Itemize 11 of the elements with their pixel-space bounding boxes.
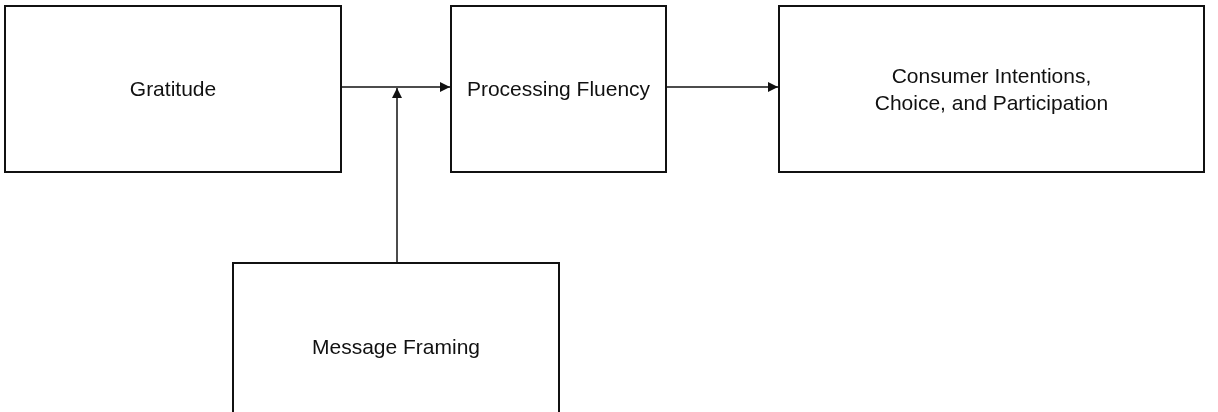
concept-box (450, 5, 667, 173)
box-label: Consumer Intentions, Choice, and Participation (873, 62, 1110, 116)
concept-box (4, 5, 342, 173)
arrow (341, 82, 451, 92)
box-label: Processing Fluency (466, 76, 651, 103)
concept-box (778, 5, 1205, 173)
concept-box (232, 262, 560, 412)
box-label: Message Framing (311, 334, 481, 361)
arrow (666, 82, 779, 92)
arrow (392, 87, 402, 263)
box-label: Gratitude (129, 76, 217, 103)
